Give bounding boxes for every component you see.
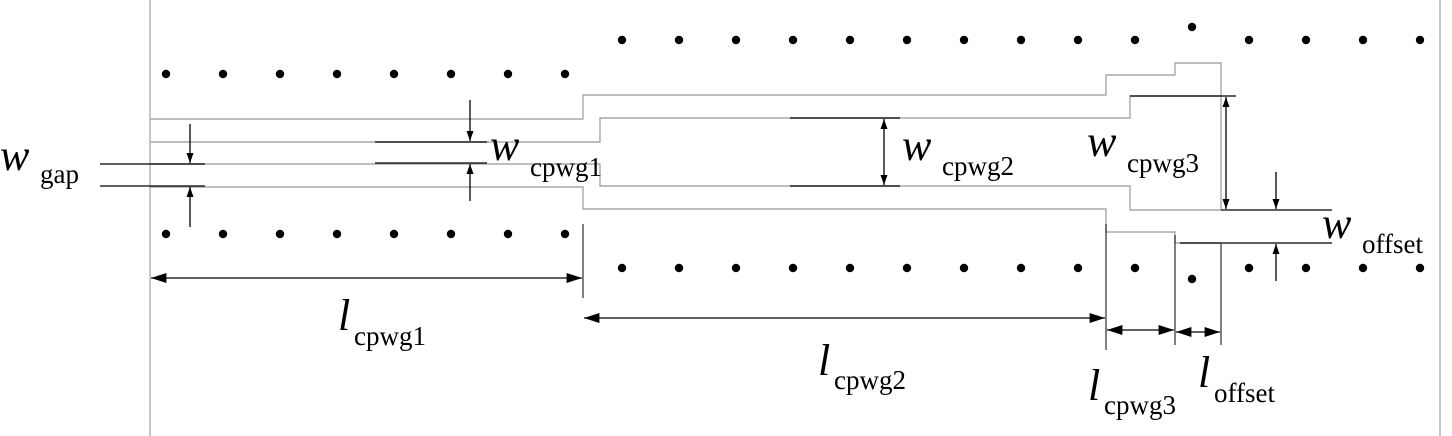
via [332,229,342,239]
strip-outlines [150,62,1222,244]
label-l-cpwg3-sub: cpwg3 [1104,390,1176,420]
via-row-top-left [161,69,570,79]
l-cpwg3-dimension [1107,235,1176,345]
via [959,35,969,45]
l-cpwg1-dimension [150,224,584,298]
label-l-cpwg2-main: l [818,336,830,385]
label-w-offset: w offset [1322,199,1423,259]
label-l-offset: l offset [1198,348,1275,408]
lower-ground-edge [150,186,1221,244]
via [902,263,912,273]
via [332,69,342,79]
label-l-offset-sub: offset [1214,378,1275,408]
via [1187,22,1197,32]
via [1016,35,1026,45]
w-cpwg1-dimension [375,100,487,201]
via [446,229,456,239]
via [617,35,627,45]
via [560,69,570,79]
via [275,69,285,79]
dimension-markings [100,95,1332,350]
label-w-cpwg1-sub: cpwg1 [530,152,602,182]
via [845,263,855,273]
label-w-cpwg2-main: w [902,121,932,170]
label-l-cpwg3: l cpwg3 [1088,361,1176,420]
via [503,69,513,79]
via [218,69,228,79]
via [389,229,399,239]
via [674,35,684,45]
via [1358,35,1368,45]
w-gap-dimension [100,124,205,227]
via [389,69,399,79]
w-cpwg2-dimension [790,117,900,187]
via [731,263,741,273]
via [446,69,456,79]
label-l-cpwg1-main: l [338,291,350,340]
via [161,229,171,239]
via-row-bottom-right [617,263,1425,284]
via [1016,263,1026,273]
label-w-gap: w gap [0,131,79,189]
via [161,69,171,79]
label-l-offset-main: l [1198,348,1210,397]
label-w-cpwg3-sub: cpwg3 [1127,148,1199,178]
label-w-gap-sub: gap [40,159,79,189]
via [1130,263,1140,273]
via [560,229,570,239]
via [1073,35,1083,45]
via [1187,274,1197,284]
via [845,35,855,45]
via [788,263,798,273]
via [275,229,285,239]
label-l-cpwg2: l cpwg2 [818,336,906,395]
via [674,263,684,273]
via-row-bottom-left [161,229,570,239]
label-w-cpwg2: w cpwg2 [902,121,1014,181]
label-w-cpwg1: w cpwg1 [490,121,602,182]
upper-ground-edge [150,62,1222,210]
via [218,229,228,239]
w-cpwg3-dimension [1130,95,1236,209]
via [902,35,912,45]
label-w-cpwg2-sub: cpwg2 [942,151,1014,181]
via [1415,35,1425,45]
via [1301,263,1311,273]
via [1244,35,1254,45]
via [617,263,627,273]
via [1415,263,1425,273]
label-w-cpwg1-main: w [490,121,520,170]
l-cpwg2-dimension [584,224,1107,350]
via [959,263,969,273]
label-w-offset-sub: offset [1362,229,1423,259]
label-w-gap-main: w [0,131,30,180]
via [503,229,513,239]
label-l-cpwg2-sub: cpwg2 [834,365,906,395]
via [1358,263,1368,273]
l-offset-dimension [1176,244,1222,345]
via-row-top-right [617,22,1425,45]
via [1130,35,1140,45]
via [788,35,798,45]
label-w-cpwg3-main: w [1087,117,1117,166]
via [1301,35,1311,45]
via [1244,263,1254,273]
label-l-cpwg3-main: l [1088,361,1100,410]
via-rows [161,22,1425,284]
label-l-cpwg1-sub: cpwg1 [354,321,426,351]
label-w-cpwg3: w cpwg3 [1087,117,1199,178]
cpwg2-strip-bottom [583,163,1221,211]
via [1073,263,1083,273]
label-l-cpwg1: l cpwg1 [338,291,426,351]
w-offset-dimension [1180,172,1332,281]
via [731,35,741,45]
label-w-offset-main: w [1322,199,1352,248]
